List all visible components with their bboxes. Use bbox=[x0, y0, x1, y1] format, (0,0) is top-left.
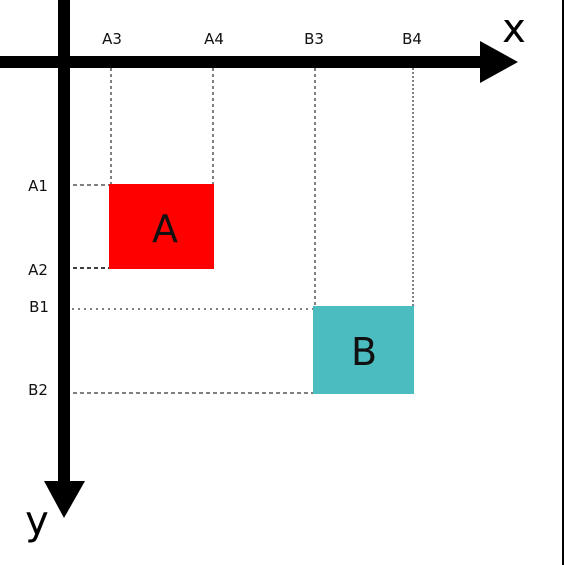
x-axis-line bbox=[0, 56, 488, 68]
y-tick-label-a2: A2 bbox=[28, 261, 48, 279]
box-b-label: B bbox=[351, 330, 377, 374]
box-a-label: A bbox=[152, 207, 178, 251]
y-tick-label-a1: A1 bbox=[28, 177, 48, 195]
y-axis-arrowhead bbox=[44, 481, 85, 518]
box-b bbox=[313, 306, 414, 394]
x-tick-label-b3: B3 bbox=[304, 30, 324, 48]
x-axis-label: x bbox=[502, 6, 526, 52]
x-tick-label-a4: A4 bbox=[204, 30, 224, 48]
y-axis-label: y bbox=[25, 498, 49, 544]
x-axis-arrowhead bbox=[480, 41, 518, 83]
x-tick-label-a3: A3 bbox=[102, 30, 122, 48]
box-a bbox=[109, 184, 214, 269]
x-tick-label-b4: B4 bbox=[402, 30, 422, 48]
axes bbox=[0, 0, 518, 518]
y-tick-label-b1: B1 bbox=[29, 298, 49, 316]
y-tick-label-b2: B2 bbox=[28, 381, 48, 399]
guide-lines bbox=[66, 68, 414, 394]
y-axis-line bbox=[58, 0, 70, 490]
